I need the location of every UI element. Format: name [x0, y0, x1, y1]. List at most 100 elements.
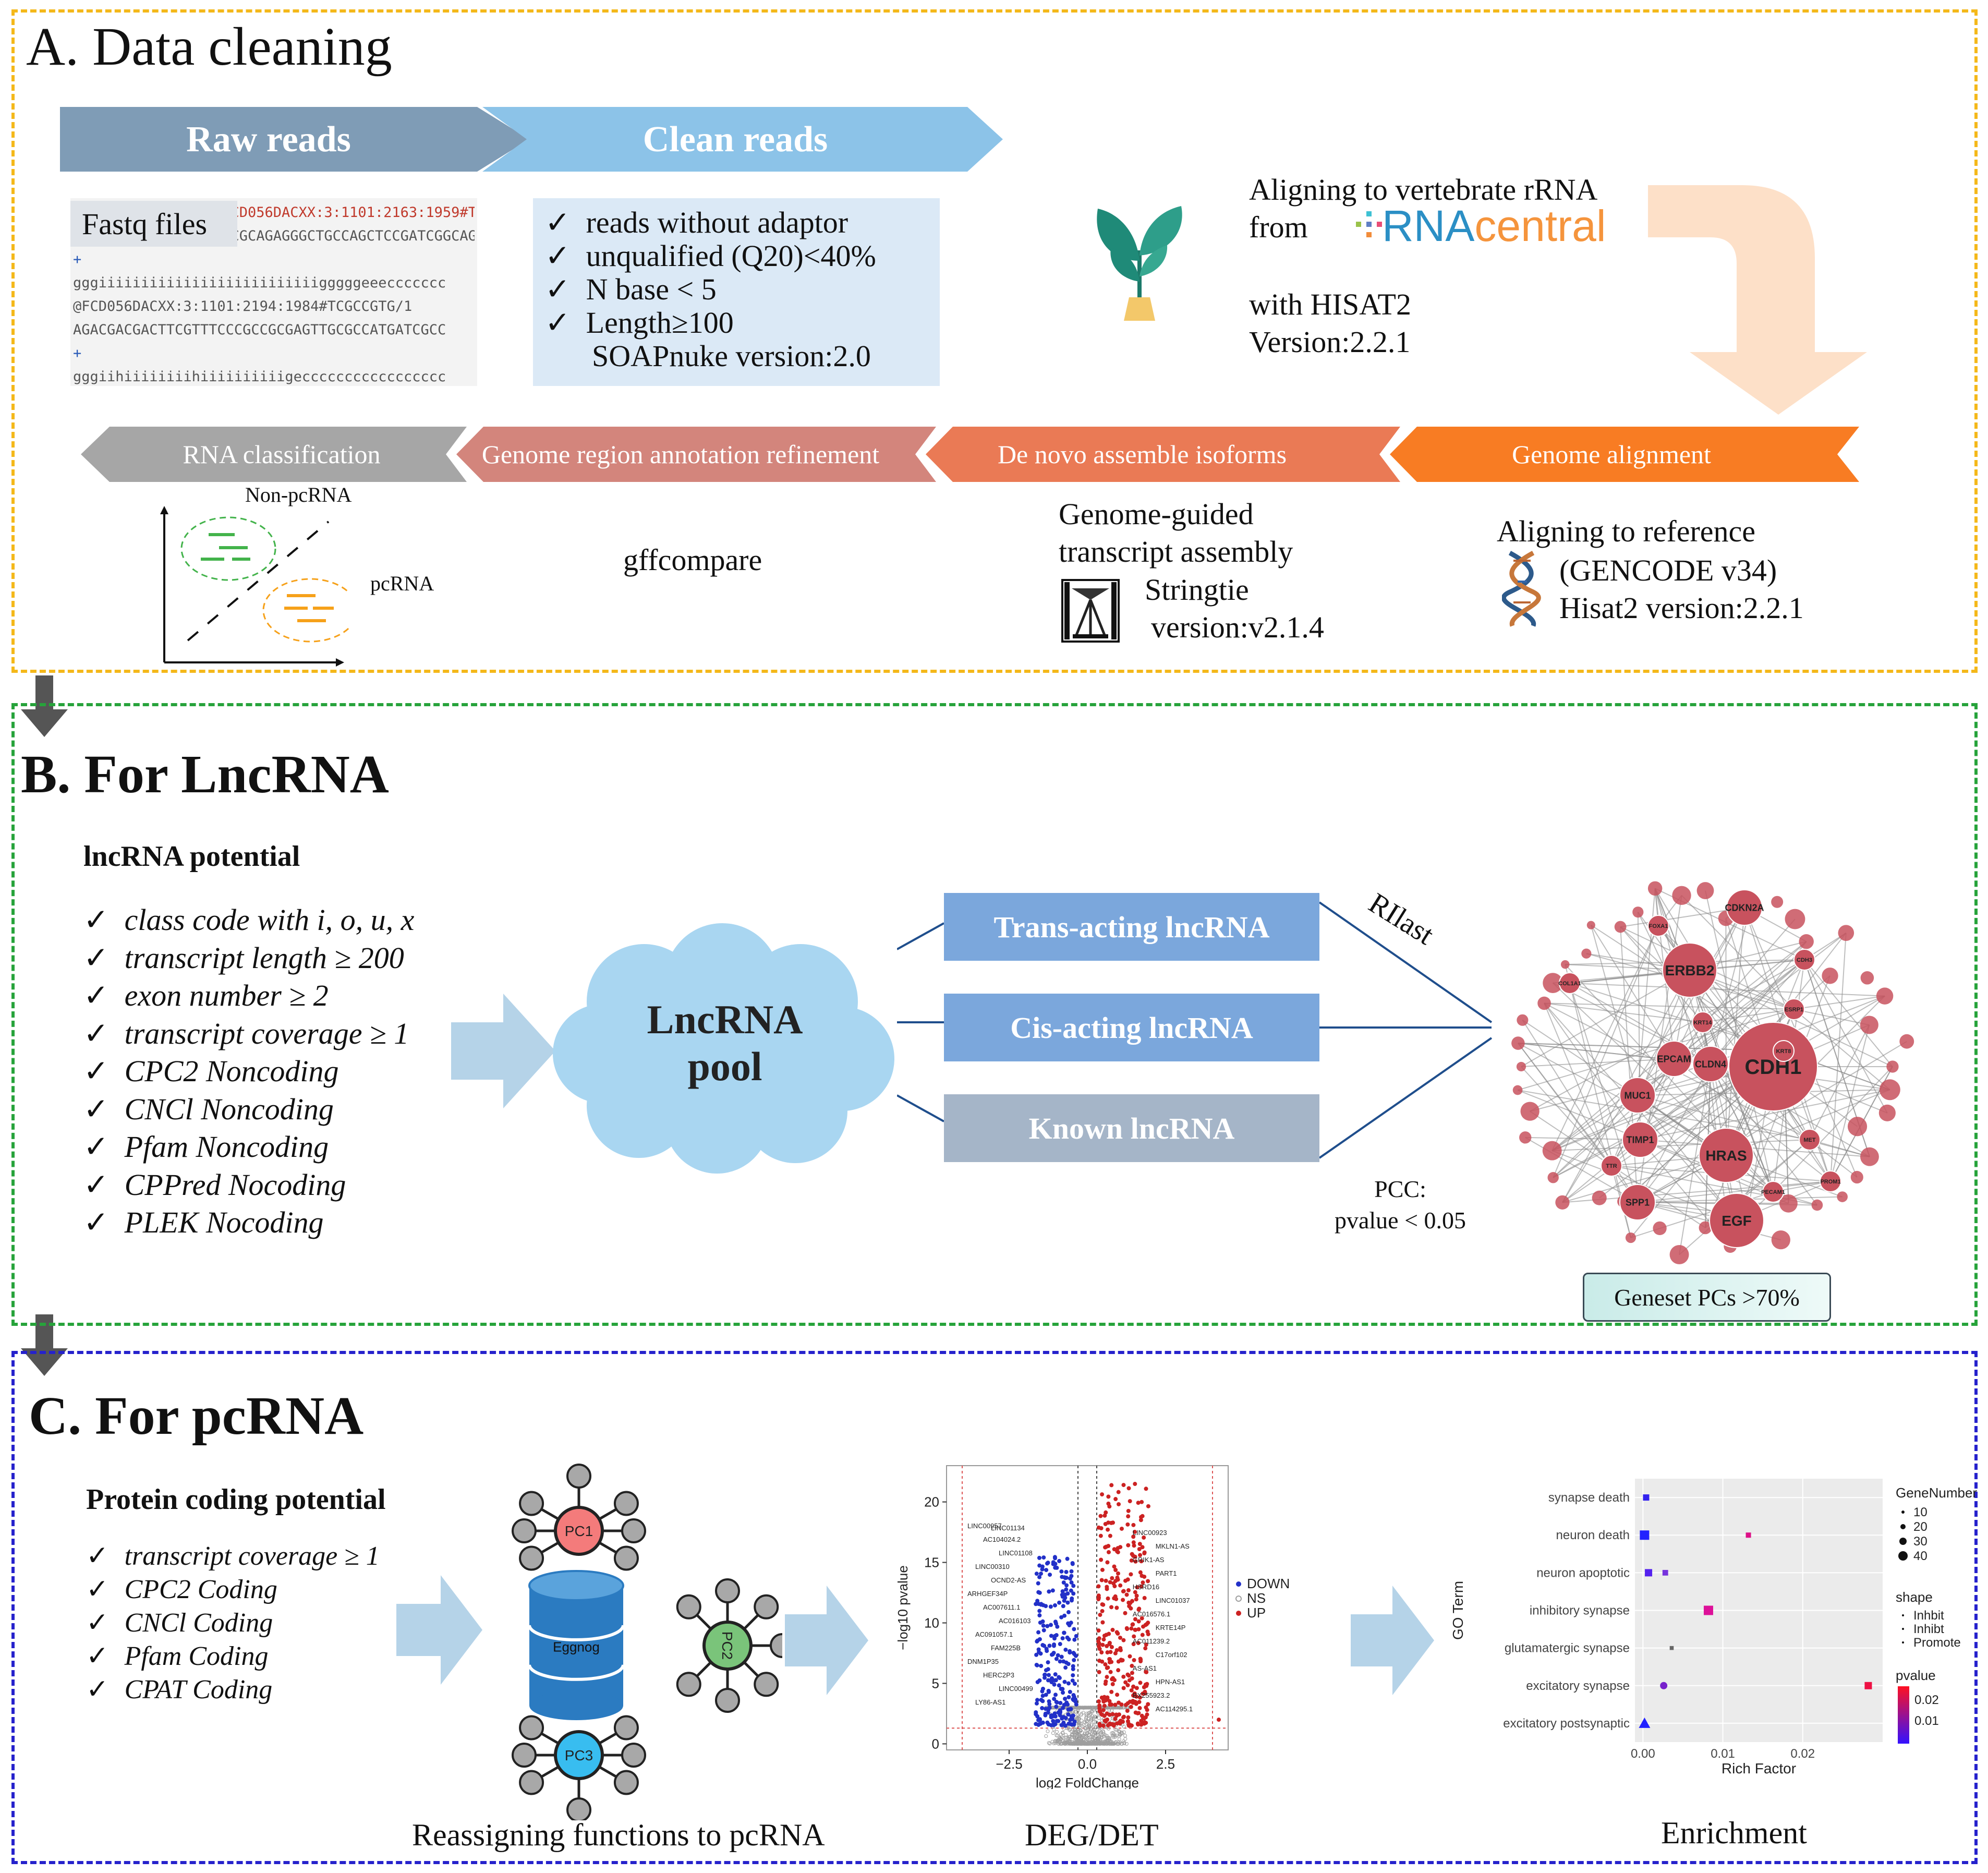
network-edge — [1569, 983, 1631, 1238]
y-tick-label: inhibitory synapse — [1530, 1604, 1630, 1618]
volcano-point-down — [1059, 1615, 1064, 1620]
volcano-point-up — [1217, 1718, 1221, 1722]
y-tick-label: 15 — [924, 1555, 939, 1570]
volcano-gene-label: LY86-AS1 — [975, 1698, 1005, 1706]
volcano-point-down — [1066, 1721, 1071, 1726]
volcano-point-up — [1110, 1627, 1115, 1632]
y-tick-label: neuron death — [1556, 1528, 1630, 1542]
volcano-point-up — [1119, 1658, 1124, 1663]
volcano-point-down — [1073, 1653, 1078, 1658]
volcano-point-down — [1064, 1575, 1069, 1580]
trans-acting-box: Trans-acting lncRNA — [944, 893, 1319, 961]
volcano-point-up — [1144, 1622, 1149, 1626]
volcano-point-up — [1134, 1694, 1139, 1699]
network-edge — [1637, 1095, 1870, 1157]
volcano-gene-label: HPN-AS1 — [1156, 1678, 1185, 1686]
volcano-point-ns — [1097, 1716, 1101, 1720]
network-edge — [1521, 970, 1690, 1067]
volcano-gene-label: AC016103 — [999, 1617, 1031, 1625]
gffcompare-label: gffcompare — [623, 543, 762, 577]
panel-c-title: C. For pcRNA — [29, 1386, 364, 1446]
hub-leaf-node — [519, 1491, 544, 1516]
volcano-point-up — [1107, 1642, 1112, 1647]
volcano-point-down — [1055, 1624, 1060, 1629]
volcano-point-down — [1066, 1610, 1071, 1614]
volcano-point-up — [1121, 1638, 1126, 1642]
volcano-point-ns — [1085, 1706, 1089, 1710]
network-node — [1619, 1184, 1656, 1221]
volcano-point-down — [1046, 1707, 1051, 1712]
volcano-point-up — [1123, 1702, 1128, 1707]
network-node-label: CDKN2A — [1725, 902, 1764, 913]
volcano-point-down — [1057, 1558, 1062, 1563]
network-node-label: FOXA1 — [1649, 923, 1668, 929]
volcano-point-up — [1136, 1641, 1141, 1646]
volcano-point-up — [1119, 1526, 1124, 1531]
volcano-point-ns — [1087, 1706, 1091, 1710]
volcano-point-down — [1068, 1576, 1072, 1581]
volcano-point-down — [1053, 1562, 1058, 1566]
volcano-point-down — [1069, 1588, 1073, 1593]
network-edge — [1726, 907, 1745, 1156]
volcano-point-down — [1054, 1633, 1059, 1637]
volcano-point-ns — [1059, 1738, 1063, 1742]
volcano-point-up — [1100, 1492, 1105, 1497]
volcano-point-up — [1133, 1559, 1138, 1564]
volcano-point-up — [1143, 1682, 1148, 1687]
network-edge — [1544, 1002, 1795, 1010]
network-edge — [1569, 983, 1885, 997]
volcano-point-up — [1143, 1646, 1148, 1651]
caption-enrich: Enrichment — [1661, 1816, 1807, 1850]
volcano-point-up — [1112, 1547, 1117, 1552]
protein-coding-heading: Protein coding potential — [86, 1483, 386, 1516]
volcano-gene-label: HSRD16 — [1133, 1583, 1159, 1591]
volcano-point-up — [1131, 1540, 1136, 1545]
volcano-point-up — [1140, 1713, 1144, 1718]
volcano-point-up — [1101, 1723, 1106, 1728]
fastq-line: gggiiiiiiiiiiiiiiiiiiiiiiiiiigggggeeeccc… — [73, 275, 446, 291]
volcano-point-up — [1121, 1598, 1125, 1602]
volcano-point-ns — [1073, 1735, 1077, 1739]
fastq-line: gggiihiiiiiiiihiiiiiiiiiigeccccccccccccc… — [73, 369, 446, 385]
network-edge — [1679, 1064, 1711, 1255]
volcano-gene-label: HERC2P3 — [983, 1671, 1014, 1679]
volcano-point-up — [1146, 1579, 1150, 1584]
volcano-point-up — [1135, 1585, 1140, 1590]
volcano-point-ns — [1076, 1738, 1080, 1742]
volcano-point-up — [1126, 1486, 1131, 1491]
db-top — [528, 1570, 624, 1601]
y-axis-label: −log10 pvalue — [895, 1565, 911, 1650]
volcano-point-up — [1140, 1545, 1145, 1550]
network-edge — [1726, 1089, 1890, 1156]
volcano-point-down — [1061, 1690, 1065, 1695]
hub-leaf-node — [519, 1545, 544, 1571]
volcano-point-ns — [1100, 1733, 1104, 1737]
volcano-point-up — [1113, 1717, 1118, 1721]
network-edge — [1637, 1181, 1831, 1203]
volcano-point-ns — [1063, 1742, 1068, 1746]
volcano-point-up — [1137, 1606, 1142, 1611]
volcano-point-up — [1141, 1580, 1145, 1585]
volcano-point-down — [1039, 1663, 1044, 1668]
volcano-point-down — [1046, 1688, 1051, 1693]
volcano-point-up — [1099, 1578, 1104, 1582]
volcano-point-ns — [1118, 1733, 1122, 1737]
volcano-point-up — [1105, 1560, 1110, 1565]
volcano-point-up — [1107, 1504, 1112, 1509]
network-node — [1512, 1085, 1523, 1095]
volcano-point-up — [1126, 1543, 1131, 1548]
volcano-points — [1034, 1482, 1221, 1746]
volcano-point-down — [1065, 1635, 1070, 1640]
legend-label: NS — [1247, 1590, 1266, 1606]
criteria-item: CPPred Nocoding — [83, 1166, 414, 1204]
volcano-point-up — [1096, 1525, 1101, 1530]
plot-frame — [946, 1465, 1229, 1750]
hub-leaf-node — [613, 1491, 639, 1516]
legend-label: UP — [1247, 1605, 1266, 1621]
volcano-point-up — [1112, 1722, 1117, 1727]
hub-leaf-node — [715, 1688, 740, 1713]
volcano-point-up — [1143, 1689, 1147, 1694]
volcano-point-ns — [1044, 1734, 1048, 1738]
volcano-point-ns — [1053, 1741, 1058, 1745]
volcano-point-up — [1116, 1550, 1120, 1554]
